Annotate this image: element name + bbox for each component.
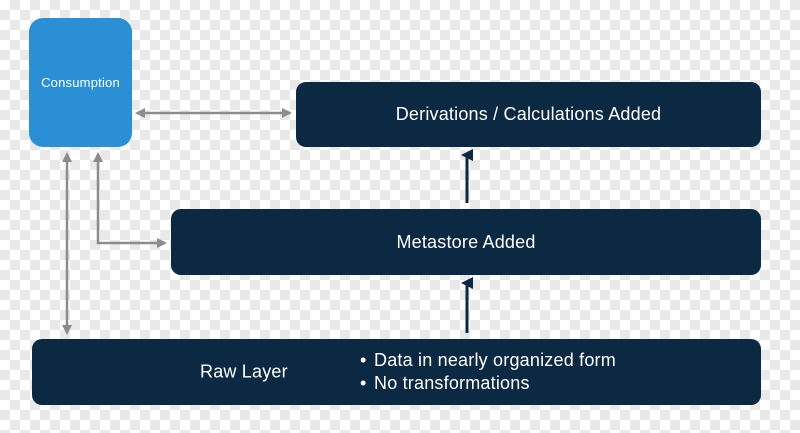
derivations-label: Derivations / Calculations Added [395,104,662,124]
raw-layer-label: Raw Layer [200,361,288,382]
consumption-node: Consumption [29,18,132,147]
metastore-label: Metastore Added [396,231,536,252]
raw-layer-bullet: Data in nearly organized form [360,349,616,372]
metastore-node: Metastore Added [171,209,761,275]
raw-layer-bullet: No transformations [360,372,616,395]
consumption-label: Consumption [41,75,120,90]
raw-layer-bullets: Data in nearly organized form No transfo… [360,349,616,395]
raw-layer-node: Raw Layer Data in nearly organized form … [32,339,761,405]
derivations-node: Derivations / Calculations Added [296,82,761,147]
arrow-consumption-metastore [93,152,167,248]
